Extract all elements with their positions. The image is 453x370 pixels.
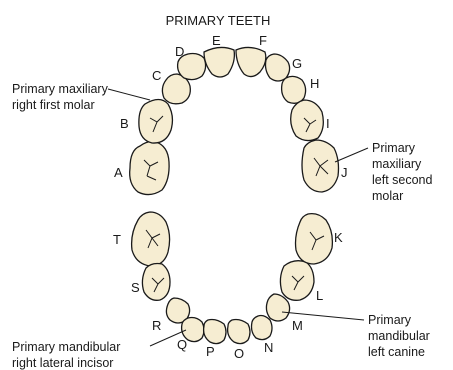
tooth-m (266, 294, 289, 321)
label-l: L (316, 288, 323, 303)
annotation-line: Primary (372, 141, 416, 155)
label-n: N (264, 340, 273, 355)
label-p: P (206, 344, 215, 359)
label-i: I (326, 116, 330, 131)
label-k: K (334, 230, 343, 245)
annotation-line: right first molar (12, 98, 95, 112)
diagram-title: PRIMARY TEETH (166, 13, 271, 28)
label-a: A (114, 165, 123, 180)
annotation-mand-right-lateral-incisor: Primary mandibular right lateral incisor (12, 340, 120, 370)
label-m: M (292, 318, 303, 333)
annotation-max-left-second-molar: Primary maxiliary left second molar (372, 141, 433, 203)
tooth-a (130, 142, 169, 195)
annotation-mand-left-canine: Primary mandibular left canine (368, 313, 430, 359)
label-h: H (310, 76, 319, 91)
label-c: C (152, 68, 161, 83)
leader-max-right-first-molar (108, 89, 150, 100)
label-s: S (131, 280, 140, 295)
annotation-line: mandibular (368, 329, 430, 343)
label-g: G (292, 56, 302, 71)
tooth-o (228, 320, 250, 344)
annotation-line: right lateral incisor (12, 356, 113, 370)
label-o: O (234, 346, 244, 361)
tooth-e (204, 47, 234, 77)
tooth-n (252, 316, 273, 340)
tooth-p (204, 320, 226, 344)
label-t: T (113, 232, 121, 247)
label-q: Q (177, 337, 187, 352)
annotation-line: molar (372, 189, 403, 203)
annotation-line: left second (372, 173, 433, 187)
label-r: R (152, 318, 161, 333)
tooth-t (132, 212, 170, 266)
annotation-line: Primary mandibular (12, 340, 120, 354)
tooth-k (296, 214, 333, 264)
tooth-j (302, 140, 339, 192)
annotation-line: left canine (368, 345, 425, 359)
label-b: B (120, 116, 129, 131)
label-d: D (175, 44, 184, 59)
label-j: J (341, 165, 348, 180)
tooth-b (139, 100, 173, 144)
annotation-max-right-first-molar: Primary maxiliary right first molar (12, 82, 109, 112)
annotation-line: Primary (368, 313, 412, 327)
tooth-i (291, 100, 324, 141)
leader-max-left-second-molar (335, 148, 368, 162)
tooth-s (142, 264, 170, 301)
annotation-line: maxiliary (372, 157, 422, 171)
label-f: F (259, 33, 267, 48)
annotation-line: Primary maxiliary (12, 82, 109, 96)
tooth-g (266, 54, 290, 81)
tooth-f (236, 47, 266, 76)
tooth-l (280, 261, 314, 301)
tooth-h (282, 76, 306, 103)
tooth-labels: A B C D E F G H I J K L M N O P Q R S T (113, 33, 348, 361)
label-e: E (212, 33, 221, 48)
